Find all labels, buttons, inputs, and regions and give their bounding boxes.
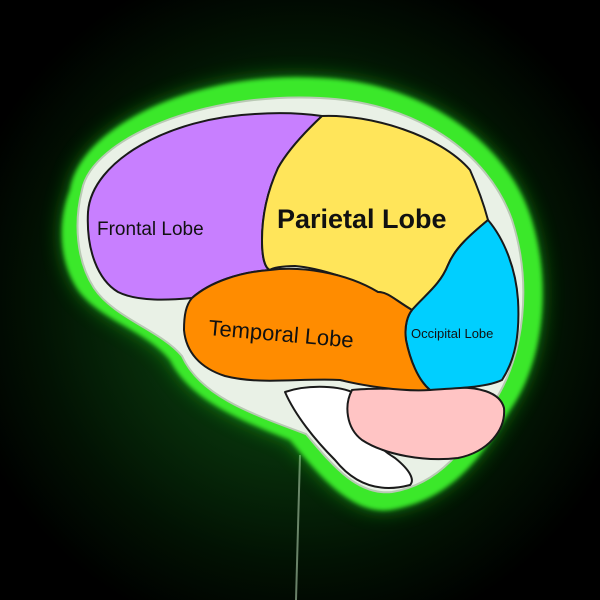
parietal-lobe-label: Parietal Lobe bbox=[277, 204, 447, 234]
temporal-lobe-region bbox=[183, 267, 431, 392]
frontal-lobe-label: Frontal Lobe bbox=[97, 219, 204, 240]
brainstem-region bbox=[284, 385, 413, 489]
power-cable bbox=[295, 454, 301, 600]
occipital-lobe-label: Occipital Lobe bbox=[411, 326, 493, 341]
